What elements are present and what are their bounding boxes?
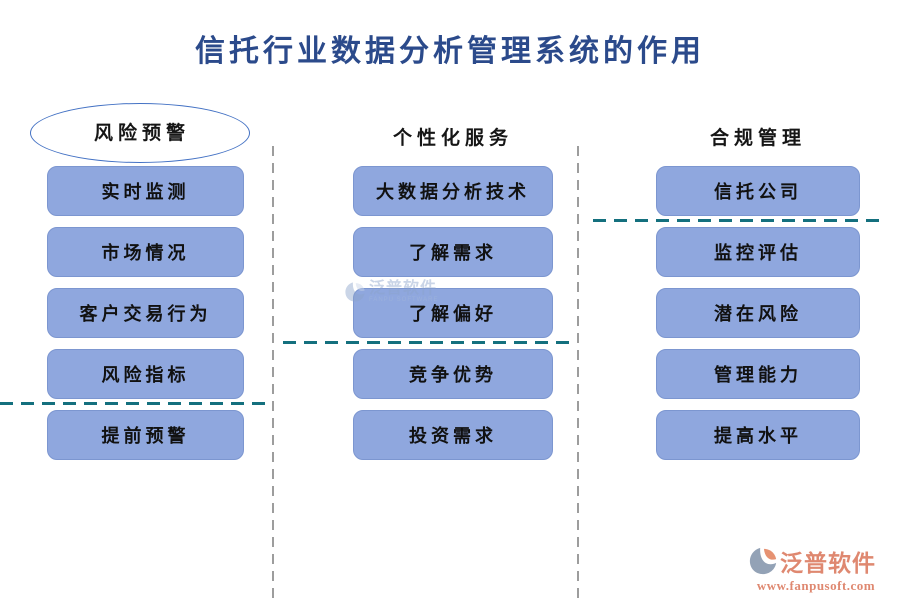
node-improve-level: 提高水平 <box>656 410 860 460</box>
node-risk-indicators: 风险指标 <box>47 349 244 399</box>
node-monitoring-evaluation: 监控评估 <box>656 227 860 277</box>
column-header-personalized-service: 个性化服务 <box>392 128 513 149</box>
fanpu-logo-text: 泛普软件 <box>780 551 876 576</box>
node-early-warning: 提前预警 <box>47 410 244 460</box>
node-potential-risk: 潜在风险 <box>656 288 860 338</box>
node-market-conditions: 市场情况 <box>47 227 244 277</box>
node-understand-preferences: 了解偏好 <box>353 288 553 338</box>
dashed-connector-col1 <box>0 402 266 405</box>
fanpu-logo-icon <box>749 547 777 575</box>
node-client-trading-behavior: 客户交易行为 <box>47 288 244 338</box>
dashed-connector-col2 <box>283 341 574 344</box>
column-divider-2 <box>577 146 579 600</box>
risk-warning-ellipse <box>30 103 250 163</box>
node-investment-demand: 投资需求 <box>353 410 553 460</box>
node-trust-company: 信托公司 <box>656 166 860 216</box>
node-understand-needs: 了解需求 <box>353 227 553 277</box>
column-divider-1 <box>272 146 274 600</box>
column-header-risk-warning: 风险预警 <box>93 123 190 144</box>
node-competitive-advantage: 竞争优势 <box>353 349 553 399</box>
fanpu-logo-url: www.fanpusoft.com <box>756 578 876 593</box>
dashed-connector-col3 <box>593 219 879 222</box>
page-title: 信托行业数据分析管理系统的作用 <box>195 35 705 68</box>
fanpu-logo: 泛普软件 www.fanpusoft.com <box>748 544 884 594</box>
node-big-data-analysis: 大数据分析技术 <box>353 166 553 216</box>
column-header-compliance-management: 合规管理 <box>709 128 806 149</box>
node-management-capability: 管理能力 <box>656 349 860 399</box>
node-realtime-monitoring: 实时监测 <box>47 166 244 216</box>
